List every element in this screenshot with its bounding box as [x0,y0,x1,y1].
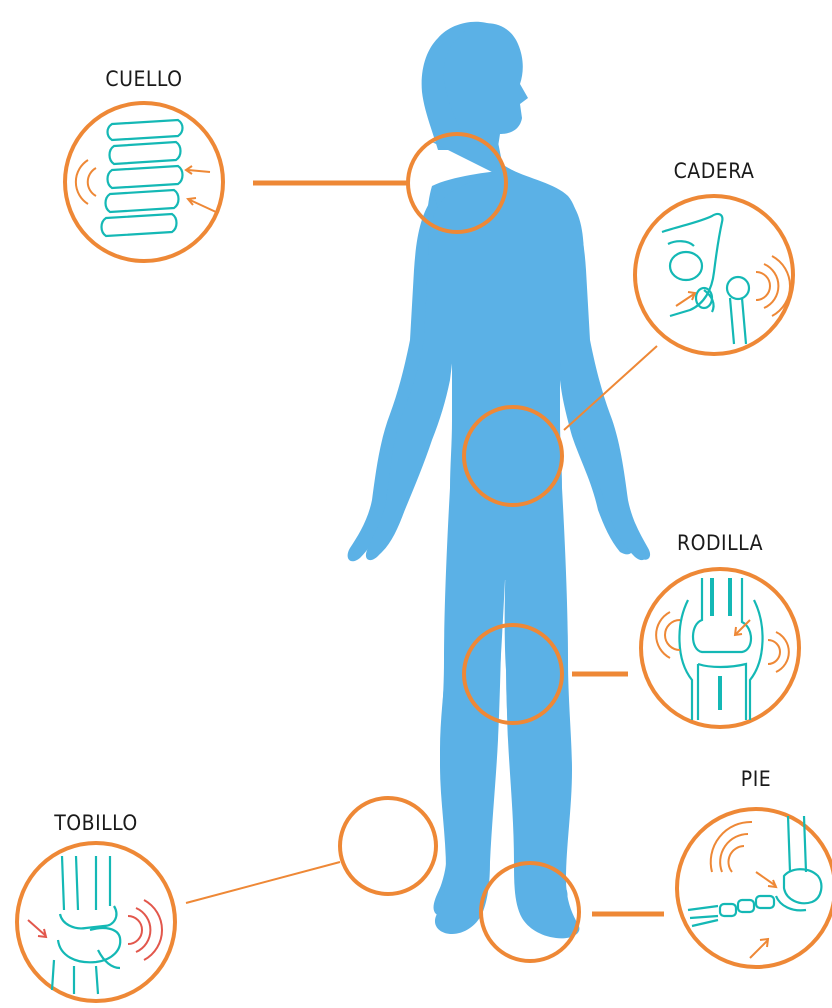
ankle-marker [340,798,436,894]
cadera-label: CADERA [674,159,755,183]
cadera-callout: CADERA [635,159,793,354]
pie-callout: PIE [677,767,832,967]
pie-label: PIE [741,767,771,791]
tobillo-callout: TOBILLO [17,811,175,1001]
rodilla-label: RODILLA [677,531,763,555]
cuello-label: CUELLO [105,67,182,91]
tobillo-label: TOBILLO [53,811,138,835]
cuello-callout: CUELLO [65,67,223,261]
rodilla-callout: RODILLA [641,531,799,727]
tobillo-connector [186,862,340,903]
